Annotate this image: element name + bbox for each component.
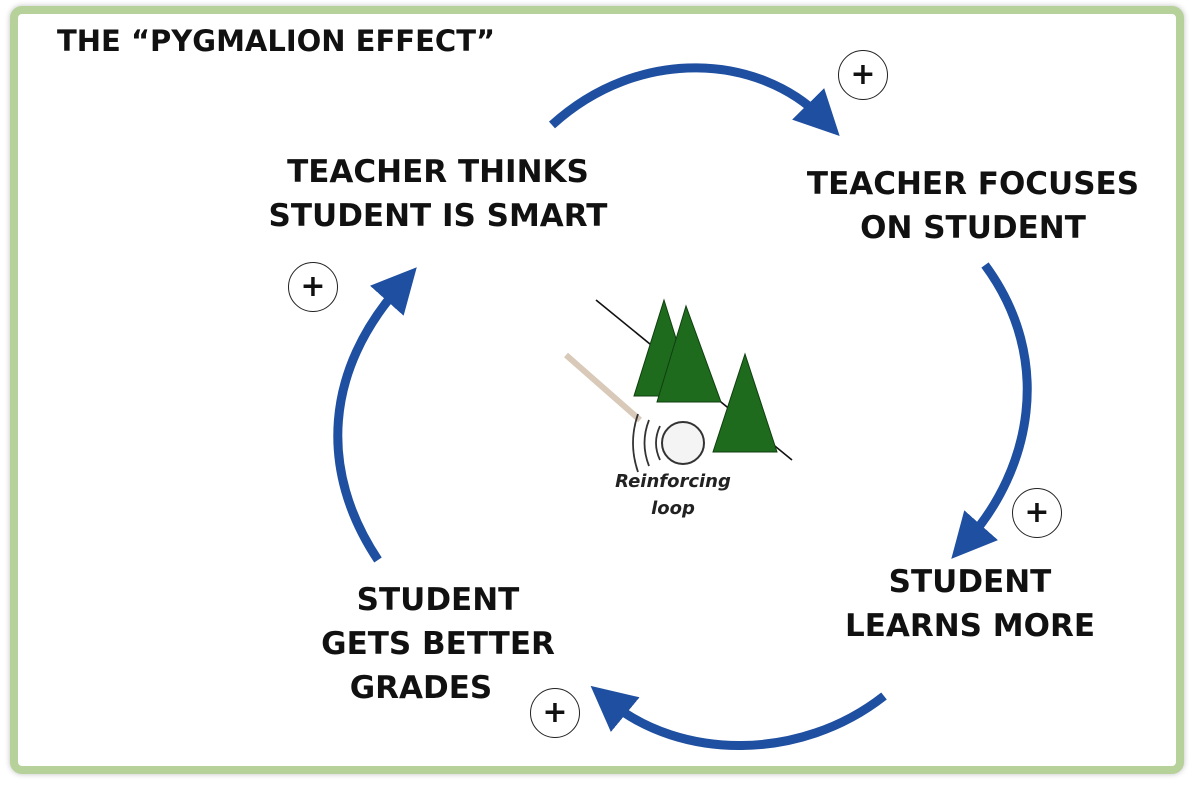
node-line: STUDENT IS SMART xyxy=(268,198,608,234)
polarity-right: + xyxy=(1012,488,1062,538)
polarity-top-right: + xyxy=(838,50,888,100)
node-line: TEACHER FOCUSES xyxy=(806,166,1140,202)
node-line: ON STUDENT xyxy=(860,210,1086,246)
reinforcing-loop-label: Reinforcing loop xyxy=(598,468,748,522)
arrow-top xyxy=(548,63,840,136)
node-teacher-focuses: TEACHER FOCUSES ON STUDENT xyxy=(778,162,1168,250)
loop-label-line: Reinforcing xyxy=(615,471,731,492)
node-student-learns: STUDENT LEARNS MORE xyxy=(800,560,1140,648)
node-line: TEACHER THINKS xyxy=(287,154,589,190)
node-line: GETS BETTER xyxy=(321,626,555,662)
node-line: GRADES xyxy=(349,670,493,706)
node-line: LEARNS MORE xyxy=(844,608,1096,644)
arrow-bottom xyxy=(590,685,887,750)
diagram-title: THE “PYGMALION EFFECT” xyxy=(57,24,496,58)
node-student-grades: STUDENT GETS BETTER GRADES xyxy=(288,578,588,710)
arrow-left xyxy=(333,267,417,563)
polarity-bottom: + xyxy=(530,688,580,738)
loop-label-line: loop xyxy=(651,498,695,519)
node-teacher-thinks: TEACHER THINKS STUDENT IS SMART xyxy=(258,150,618,238)
node-line: STUDENT xyxy=(888,564,1052,600)
snowball-rolling-downhill-trees-icon xyxy=(564,298,793,473)
node-line: STUDENT xyxy=(356,582,520,618)
diagram-frame xyxy=(10,6,1184,774)
polarity-left: + xyxy=(288,262,338,312)
arrow-right xyxy=(951,262,1032,559)
